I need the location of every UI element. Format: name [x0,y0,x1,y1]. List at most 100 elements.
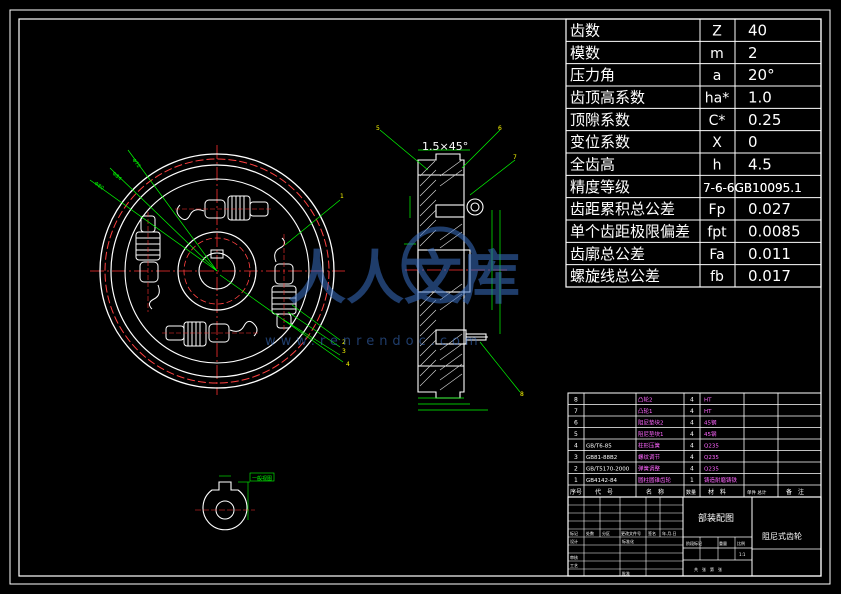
bom-name: 柱形压簧 [638,442,661,450]
tb-label-sign: 签名 [648,530,656,536]
outer-border [9,9,831,585]
bom-no: 6 [574,420,578,427]
bom-no: 1 [574,477,578,484]
gear-param-symbol: ha* [705,91,729,107]
gear-param-value: 0.011 [748,245,791,263]
gear-param-value: 0 [748,133,758,151]
gear-param-value: 4.5 [748,156,772,174]
gear-param-name: 螺旋线总公差 [570,267,660,285]
gear-param-value: 20° [748,66,775,84]
gear-param-symbol: a [713,68,722,84]
tb-approve: 批准 [622,570,630,576]
bom-name: 弹簧调整 [638,465,661,473]
bom-name: 圆柱圆锥齿轮 [638,476,672,484]
tb-craft: 工艺 [570,563,578,568]
small-hub-view: 一般视图 [195,472,275,531]
gear-param-symbol: m [710,46,724,62]
bom-header-material: 材 料 [708,488,726,496]
callout-7: 7 [513,154,517,161]
watermark-text: 人人文库 [288,244,520,312]
bom-code: GB/T5170-2000 [586,467,630,473]
bom-material: Q235 [704,455,719,461]
gear-param-symbol: Fa [709,247,724,263]
tb-label-mark: 标记 [570,530,578,536]
bom-material: HT [704,409,712,415]
bom-name: 凸轮1 [638,407,653,415]
gear-param-name: 模数 [570,44,600,62]
inner-border [18,18,822,577]
tb-weight: 重量 [719,540,727,546]
gear-param-symbol: X [712,135,722,151]
callout-2: 2 [342,339,346,346]
gear-param-name: 齿廓总公差 [570,245,645,263]
bom-code: GB4142-84 [586,478,618,484]
bom-qty: 4 [690,408,694,415]
gear-param-name: 齿顶高系数 [570,89,645,107]
gear-param-value: 40 [748,22,767,40]
gear-param-value: 7-6-6GB10095.1 [703,181,802,195]
drawing-name: 部装配图 [698,512,734,524]
bom-qty: 4 [690,420,694,427]
gear-param-value: 2 [748,44,758,62]
bom-material: 45钢 [704,419,717,427]
gear-param-value: 0.25 [748,111,781,129]
gear-param-value: 0.017 [748,267,791,285]
bom-no: 8 [574,397,578,404]
callout-3: 3 [342,348,346,355]
gear-param-name: 齿数 [570,22,600,40]
gear-param-name: 单个齿距极限偏差 [570,223,690,241]
callout-6: 6 [498,125,502,132]
bom-no: 4 [574,443,578,450]
tb-label-zone: 分区 [602,530,610,536]
part-name: 阻尼式齿轮 [762,531,802,541]
front-view: Φ72 Φ84 Φ80 1 2 3 4 [89,145,350,395]
gear-param-table: 齿数 Z 40 模数 m 2 压力角 a 20° 齿顶高系数 ha* 1.0 顶隙系数 C* 0.25 变位系… [565,18,822,288]
bom-no: 3 [574,454,578,461]
gear-param-symbol: Z [712,24,722,40]
bom-qty: 1 [690,477,694,484]
bom-no: 7 [574,408,578,415]
gear-param-value: 0.027 [748,200,791,218]
bom-code: GB81-88B2 [586,455,617,461]
svg-text:Φ72: Φ72 [130,158,141,170]
bom-code: GB/T6-85 [586,444,612,450]
bom-material: 铸造耐磨铸铁 [704,476,738,484]
gear-param-name: 精度等级 [570,178,630,196]
bom-qty: 4 [690,443,694,450]
gear-param-symbol: Fp [709,202,726,218]
bom-qty: 4 [690,466,694,473]
bom-name: 螺纹调节 [638,453,661,461]
watermark: 人人文库 www.renrendoc.com [265,226,520,349]
callout-5: 5 [376,125,380,132]
bom-header-qty: 数量 [686,489,696,496]
bom-header-code: 代 号 [595,488,613,496]
bom-no: 2 [574,466,578,473]
gear-param-name: 变位系数 [570,133,630,151]
svg-text:Φ80: Φ80 [93,181,105,192]
callout-1: 1 [340,193,344,200]
bom-header-no: 序号 [570,488,582,496]
gear-param-name: 压力角 [570,66,615,84]
callout-8: 8 [520,391,524,398]
gear-param-value: 0.0085 [748,223,801,241]
bom-material: HT [704,398,712,404]
tb-ratio-value: 1:1 [739,552,746,557]
gear-param-value-precision: 7-6-6GB10095.1 [703,181,802,195]
bom-header-remark: 备 注 [786,488,804,496]
bom-qty: 4 [690,397,694,404]
gear-param-symbol: C* [709,113,726,129]
gear-param-value: 1.0 [748,89,772,107]
section-view: 1.5×45° 5 6 7 8 [376,125,524,411]
gear-param-symbol: fb [710,269,724,285]
bom-name: 阻尼垫块1 [638,430,664,438]
bom-header-name: 名 称 [646,488,664,496]
tb-designer: 设计 [570,538,578,544]
title-block: 部装配图 阻尼式齿轮 标记 处数 分区 更改文件号 签名 年.月.日 设计 标准… [567,496,822,577]
gear-param-name: 顶隙系数 [570,111,630,129]
gear-param-symbol: fpt [707,225,727,241]
bom-qty: 4 [690,431,694,438]
bom-qty: 4 [690,454,694,461]
bom-no: 5 [574,431,578,438]
tb-sheet: 共 张 第 张 [694,566,722,572]
